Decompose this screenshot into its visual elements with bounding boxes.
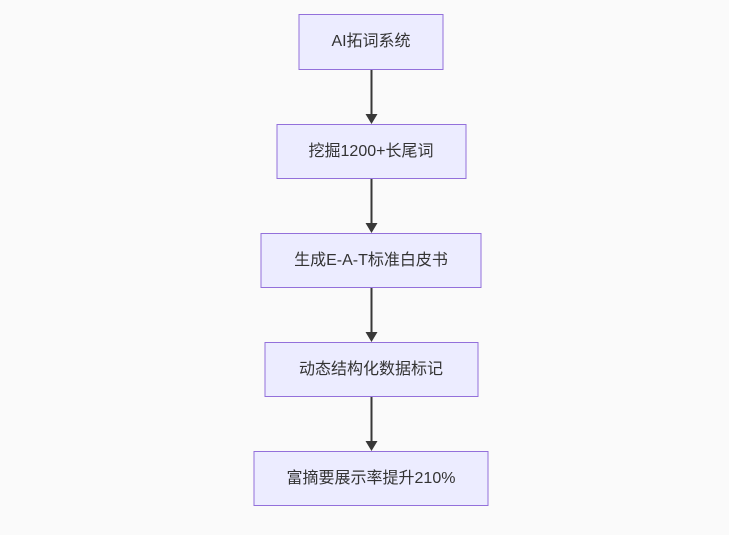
flowchart-node-longtail-mining: 挖掘1200+长尾词	[276, 124, 466, 179]
arrow-down-icon	[365, 332, 377, 342]
flowchart-edge-n1-n2	[365, 70, 377, 124]
edge-line	[370, 288, 372, 332]
node-label: 富摘要展示率提升210%	[286, 469, 456, 487]
node-label: AI拓词系统	[331, 33, 411, 50]
flowchart-node-ai-expansion: AI拓词系统	[298, 14, 444, 70]
flowchart-edge-n4-n5	[365, 397, 377, 451]
edge-line	[370, 70, 372, 114]
node-label: 动态结构化数据标记	[298, 360, 443, 378]
arrow-down-icon	[365, 223, 377, 233]
node-label: 挖掘1200+长尾词	[308, 142, 434, 160]
arrow-down-icon	[365, 114, 377, 124]
edge-line	[370, 179, 372, 223]
flowchart-edge-n2-n3	[365, 179, 377, 233]
edge-line	[370, 397, 372, 441]
flowchart-node-rich-snippet-rate: 富摘要展示率提升210%	[253, 451, 489, 506]
flowchart-node-structured-data: 动态结构化数据标记	[264, 342, 478, 397]
flowchart-node-eat-whitepaper: 生成E-A-T标准白皮书	[260, 233, 482, 288]
flowchart: AI拓词系统 挖掘1200+长尾词 生成E-A-T标准白皮书 动态结构化数据标记…	[253, 14, 489, 506]
node-label: 生成E-A-T标准白皮书	[294, 251, 448, 269]
flowchart-edge-n3-n4	[365, 288, 377, 342]
arrow-down-icon	[365, 441, 377, 451]
